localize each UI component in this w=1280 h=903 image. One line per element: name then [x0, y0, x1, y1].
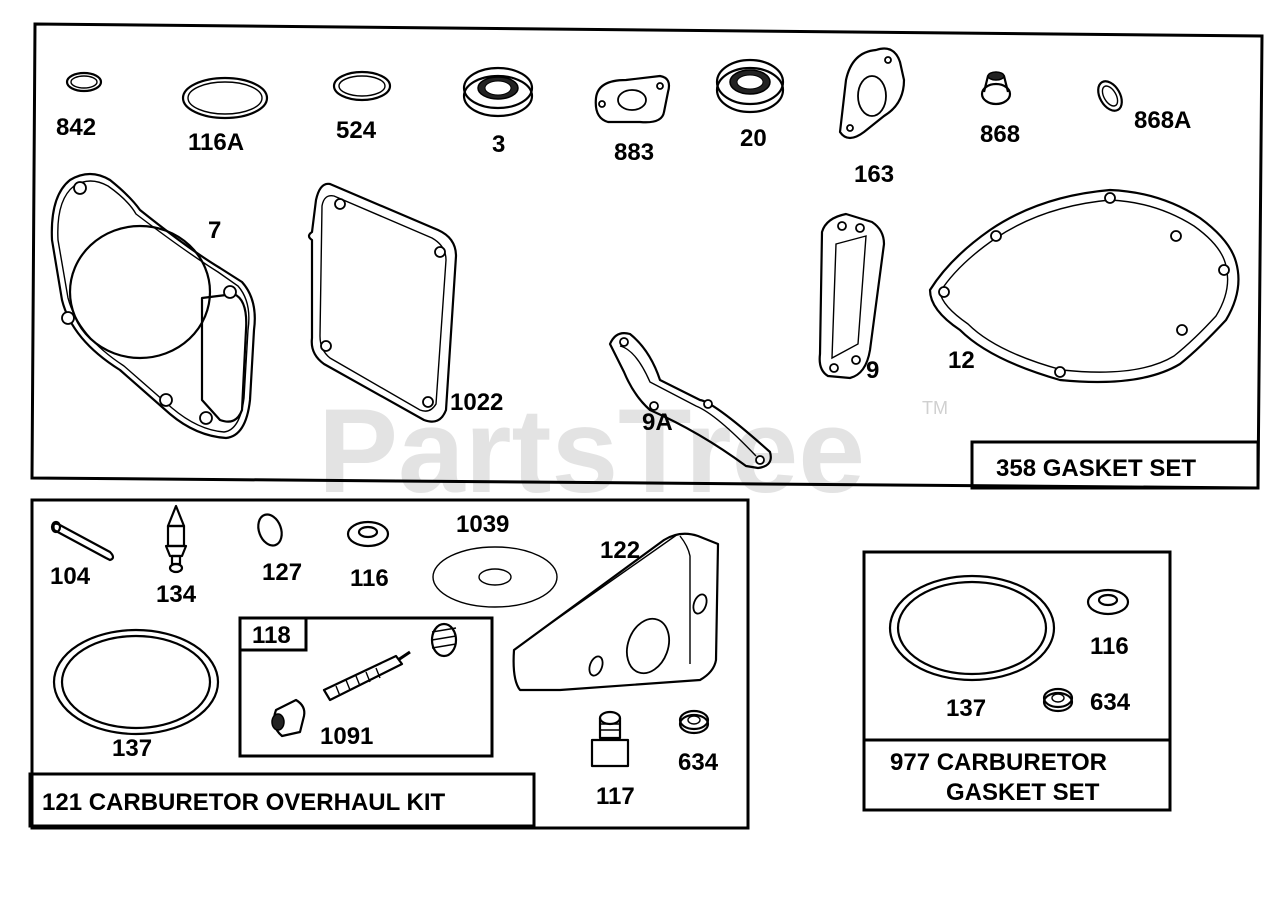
part-127-plug[interactable] [254, 511, 286, 549]
part-1039-diaphragm[interactable] [432, 546, 558, 608]
label-163: 163 [854, 161, 894, 188]
label-868: 868 [980, 121, 1020, 148]
label-524: 524 [336, 117, 377, 144]
part-116a-ring[interactable] [181, 76, 269, 120]
label-1022: 1022 [450, 389, 503, 416]
part-134-needle[interactable] [164, 504, 188, 574]
label-1091: 1091 [320, 723, 373, 750]
carb-gasket-set-group: 977 CARBURETOR GASKET SET 137 116 634 [862, 550, 1172, 812]
label-842: 842 [56, 114, 96, 141]
overhaul-kit-frame [30, 498, 750, 830]
label-137: 137 [112, 735, 152, 762]
label-118: 118 [252, 622, 291, 649]
part-117-jet[interactable] [590, 710, 630, 768]
part-12-gasket[interactable] [928, 188, 1240, 384]
carb-gasket-set-title-line2: GASKET SET [946, 779, 1100, 806]
label-7: 7 [208, 217, 221, 244]
watermark-brand: PartsTree [318, 384, 865, 518]
part-20-seal[interactable] [715, 58, 785, 114]
part-1091-mixture-screw[interactable] [271, 622, 458, 738]
kit-118-box [238, 616, 494, 758]
label-3: 3 [492, 131, 505, 158]
label-868a: 868A [1134, 107, 1191, 134]
part-137-oring-set[interactable] [888, 574, 1056, 682]
label-20: 20 [740, 125, 767, 152]
part-122-spacer[interactable] [512, 532, 720, 692]
part-868-seal[interactable] [980, 71, 1012, 106]
label-883: 883 [614, 139, 654, 166]
label-634: 634 [678, 749, 719, 776]
carb-gasket-set-title-line1: 977 CARBURETOR [890, 749, 1107, 776]
label-634-set: 634 [1090, 689, 1131, 716]
part-1022-gasket[interactable] [307, 182, 458, 423]
label-117: 117 [596, 783, 635, 810]
label-9: 9 [866, 357, 879, 384]
label-137-set: 137 [946, 695, 986, 722]
gasket-set-title: 358 GASKET SET [996, 455, 1196, 482]
label-9a: 9A [642, 409, 673, 436]
part-883-gasket[interactable] [594, 74, 671, 124]
part-137-oring[interactable] [52, 628, 220, 736]
overhaul-kit-title-box [28, 772, 536, 828]
part-7-head-gasket[interactable] [50, 172, 256, 440]
label-12: 12 [948, 347, 975, 374]
part-116-washer[interactable] [346, 520, 390, 548]
label-127: 127 [262, 559, 302, 586]
gasket-set-title-box [970, 440, 1260, 490]
overhaul-kit-title: 121 CARBURETOR OVERHAUL KIT [42, 789, 446, 816]
part-634-washer[interactable] [678, 709, 710, 735]
part-868a-ring[interactable] [1093, 77, 1126, 115]
carb-gasket-set-frame [862, 550, 1172, 812]
label-104: 104 [50, 563, 91, 590]
part-9a-gasket[interactable] [608, 332, 772, 470]
part-163-gasket[interactable] [838, 47, 906, 140]
part-116-washer-set[interactable] [1086, 588, 1130, 616]
label-116: 116 [350, 565, 389, 592]
overhaul-kit-group: 121 CARBURETOR OVERHAUL KIT 118 104 134 … [28, 498, 750, 830]
watermark-tm: TM [922, 398, 948, 418]
part-524-ring[interactable] [332, 70, 392, 102]
label-122: 122 [600, 537, 640, 564]
gasket-set-group: 358 GASKET SET 842 116A 524 3 883 [30, 22, 1264, 490]
label-116a: 116A [188, 129, 244, 156]
label-134: 134 [156, 581, 197, 608]
part-104-pin[interactable] [50, 520, 115, 562]
label-116-set: 116 [1090, 633, 1129, 660]
part-842-ring[interactable] [65, 71, 103, 93]
kit-118-label-box [238, 616, 308, 652]
part-9-gasket[interactable] [818, 212, 886, 380]
label-1039: 1039 [456, 511, 509, 538]
part-3-seal[interactable] [462, 66, 534, 118]
part-634-washer-set[interactable] [1042, 687, 1074, 713]
